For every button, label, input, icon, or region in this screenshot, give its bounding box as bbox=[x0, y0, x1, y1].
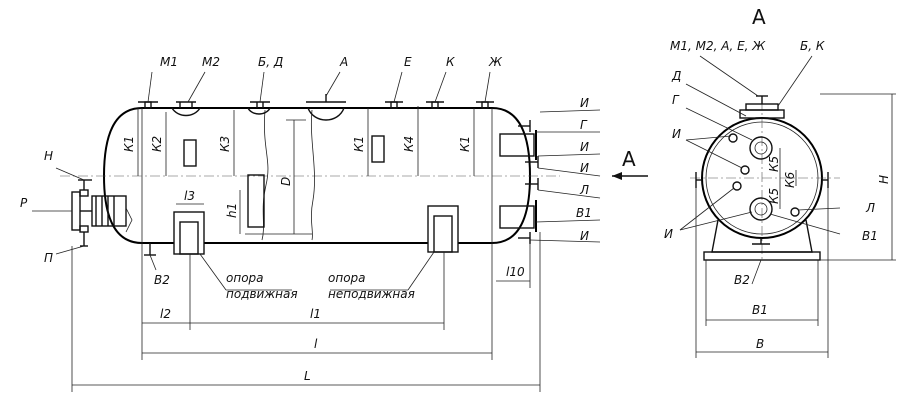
end-view-support bbox=[703, 219, 821, 261]
label-top-left: М1, М2, А, Е, Ж bbox=[670, 39, 766, 53]
label-k: К bbox=[446, 55, 455, 69]
dim-k1: К1 bbox=[352, 136, 366, 152]
label-i: И bbox=[580, 161, 589, 175]
dim-k1: К1 bbox=[458, 136, 472, 152]
label-a: А bbox=[339, 55, 348, 69]
support-movable bbox=[173, 211, 205, 255]
end-view-top-nozzles bbox=[739, 95, 785, 119]
dim-L: L bbox=[304, 369, 311, 383]
dim-l: l bbox=[314, 337, 318, 351]
dim-k5: К5 bbox=[767, 188, 781, 204]
label-i: И bbox=[580, 140, 589, 154]
dim-k2: К2 bbox=[150, 136, 164, 152]
dim-l10: l10 bbox=[506, 265, 525, 279]
label-m2: М2 bbox=[202, 55, 220, 69]
dim-k1: К1 bbox=[122, 136, 136, 152]
support-fixed bbox=[427, 205, 459, 253]
view-arrow-label: А bbox=[622, 147, 636, 171]
dim-k6: К6 bbox=[783, 171, 797, 188]
end-view-leaders bbox=[679, 55, 841, 235]
right-nozzles bbox=[499, 120, 539, 244]
support-movable-line2: подвижная bbox=[226, 287, 298, 301]
label-b-d: Б, Д bbox=[258, 55, 283, 69]
label-l: Л bbox=[865, 201, 875, 215]
support-fixed-line1: опора bbox=[328, 271, 366, 285]
side-view: М1 М2 Б, Д А Е К Ж И Г И И Л В1 И Н Р П … bbox=[20, 55, 648, 392]
label-v2: В2 bbox=[154, 273, 170, 287]
vessel-shell bbox=[60, 107, 560, 244]
dim-l3: l3 bbox=[184, 189, 195, 203]
label-zh: Ж bbox=[488, 55, 503, 69]
end-view-title: А bbox=[752, 5, 766, 29]
end-view: А К5 К5 bbox=[664, 5, 896, 358]
inner-window bbox=[183, 139, 197, 167]
label-n: Н bbox=[44, 149, 53, 163]
label-v2: В2 bbox=[734, 273, 750, 287]
dim-k3: К3 bbox=[218, 136, 232, 152]
dim-d: D bbox=[279, 177, 293, 186]
label-p: П bbox=[44, 251, 53, 265]
dim-l1: l1 bbox=[310, 307, 321, 321]
label-i: И bbox=[672, 127, 681, 141]
label-m1: М1 bbox=[160, 55, 178, 69]
label-i: И bbox=[580, 96, 589, 110]
dim-k5: К5 bbox=[767, 156, 781, 172]
label-v1: В1 bbox=[862, 229, 878, 243]
dim-b1: В1 bbox=[752, 303, 768, 317]
dim-b: В bbox=[756, 337, 764, 351]
label-r: Р bbox=[20, 196, 28, 210]
label-e: Е bbox=[404, 55, 412, 69]
label-v1: В1 bbox=[576, 206, 592, 220]
label-i: И bbox=[664, 227, 673, 241]
support-movable-line1: опора bbox=[226, 271, 264, 285]
label-d: Д bbox=[671, 69, 681, 83]
dim-k4: К4 bbox=[402, 136, 416, 152]
label-l: Л bbox=[579, 183, 589, 197]
label-g: Г bbox=[580, 118, 588, 132]
label-i: И bbox=[580, 229, 589, 243]
vertical-dimensions bbox=[137, 106, 475, 234]
dim-h: Н bbox=[877, 175, 891, 184]
label-g: Г bbox=[672, 93, 680, 107]
support-fixed-line2: неподвижная bbox=[328, 287, 415, 301]
horizontal-dimensions bbox=[71, 232, 541, 392]
leader-lines bbox=[32, 71, 601, 291]
label-top-right: Б, К bbox=[800, 39, 825, 53]
dim-l2: l2 bbox=[160, 307, 171, 321]
left-flange bbox=[71, 179, 133, 247]
inner-window bbox=[371, 135, 385, 163]
shell-cutaway bbox=[245, 109, 315, 241]
dim-h1: h1 bbox=[225, 203, 239, 218]
